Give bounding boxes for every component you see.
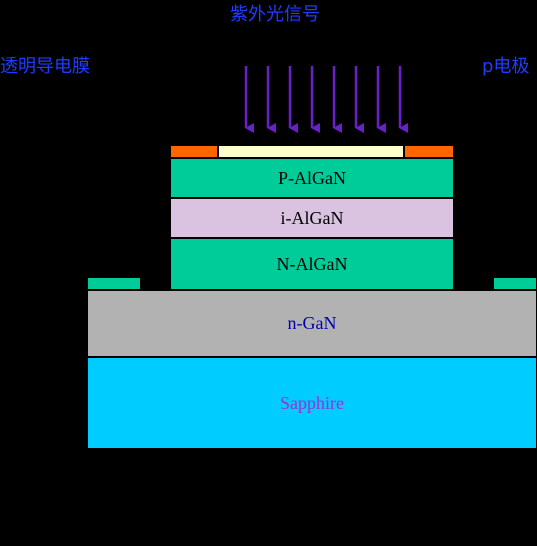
i-algan-label: i-AlGaN [280,207,344,228]
p-electrode-left [170,145,218,158]
p-algan-label: P-AlGaN [278,167,346,188]
n-algan-layer: N-AlGaN [170,238,454,290]
n-contact-right [493,277,537,290]
uv-arrows [244,66,408,133]
p-algan-layer: P-AlGaN [170,158,454,198]
n-gan-label: n-GaN [287,313,337,333]
uv-signal-label: 紫外光信号 [230,4,320,25]
transparent-film [218,145,404,158]
i-algan-layer: i-AlGaN [170,198,454,238]
sapphire-label: Sapphire [280,392,344,413]
n-gan-layer: n-GaN [87,290,537,357]
n-algan-label: N-AlGaN [276,253,348,274]
transparent-film-label: 透明导电膜 [0,56,90,77]
p-electrode-right [404,145,454,158]
n-contact-left [87,277,141,290]
sapphire-substrate: Sapphire [87,357,537,449]
p-electrode-label: p电极 [482,56,530,77]
